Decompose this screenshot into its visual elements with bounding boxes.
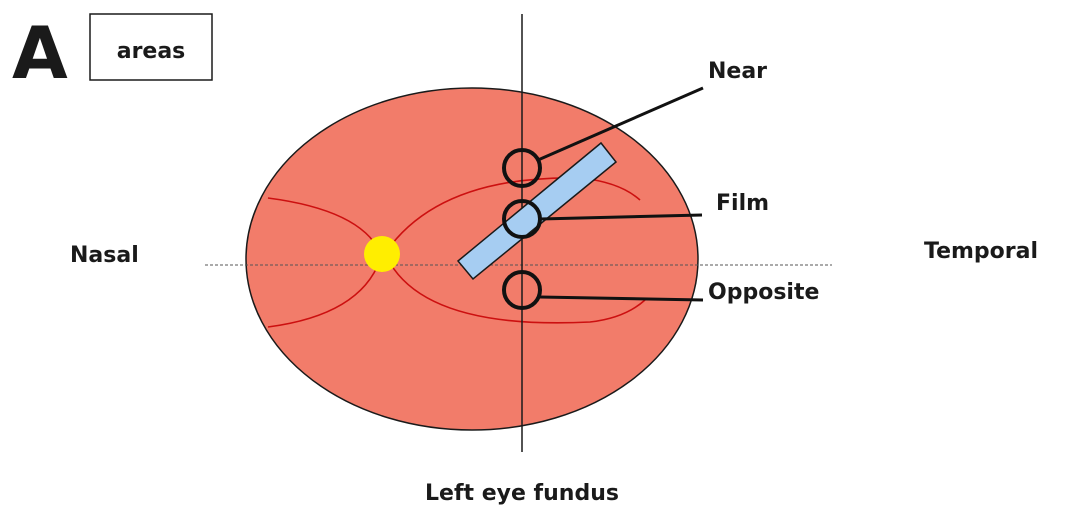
temporal-label: Temporal xyxy=(924,239,1038,264)
opposite-label: Opposite xyxy=(708,280,819,305)
panel-letter: A xyxy=(12,11,68,95)
film-label: Film xyxy=(716,191,769,216)
near-label: Near xyxy=(708,59,767,84)
diagram-caption: Left eye fundus xyxy=(425,481,619,506)
legend-label: areas xyxy=(117,39,186,64)
nasal-label: Nasal xyxy=(70,243,139,268)
optic-disc xyxy=(364,236,400,272)
